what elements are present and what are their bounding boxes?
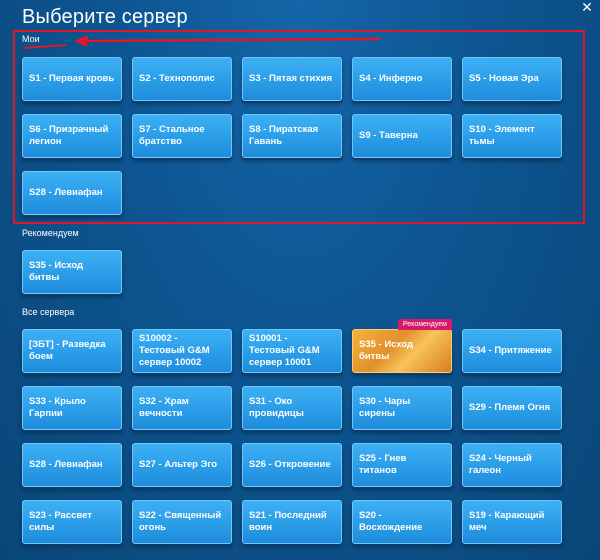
server-button[interactable]: S28 - Левиафан (22, 171, 122, 215)
server-label: S19 - Карающий меч (469, 510, 545, 533)
section-label-mine: Мои (22, 34, 40, 44)
server-button[interactable]: S3 - Пятая стихия (242, 57, 342, 101)
server-button[interactable]: S26 - Откровение (242, 443, 342, 487)
servers-grid-all: [ЗБТ] - Разведка боем S10002 - Тестовый G… (22, 319, 562, 544)
server-label: S5 - Новая Эра (469, 73, 539, 84)
server-label: [ЗБТ] - Разведка боем (29, 339, 106, 362)
server-label: S29 - Племя Огня (469, 402, 551, 413)
server-button[interactable]: S31 - Око провидицы (242, 386, 342, 430)
server-label: S10 - Элемент тьмы (469, 124, 535, 147)
highlight-frame (13, 30, 585, 224)
server-label: S34 - Притяжение (469, 345, 552, 356)
server-label: S3 - Пятая стихия (249, 73, 332, 84)
server-button[interactable]: S7 - Стальное братство (132, 114, 232, 158)
server-label: S2 - Технополис (139, 73, 215, 84)
server-button[interactable]: S8 - Пиратская Гавань (242, 114, 342, 158)
section-label-recommended: Рекомендуем (22, 228, 79, 238)
server-button[interactable]: S34 - Притяжение (462, 329, 562, 373)
server-label: S24 - Черный галеон (469, 453, 532, 476)
server-button[interactable]: S23 - Рассвет силы (22, 500, 122, 544)
server-button[interactable]: S4 - Инферно (352, 57, 452, 101)
servers-grid-recommended: S35 - Исход битвы (22, 250, 562, 294)
server-button[interactable]: S27 - Альтер Эго (132, 443, 232, 487)
server-button[interactable]: S22 - Священный огонь (132, 500, 232, 544)
server-label: S31 - Око провидицы (249, 396, 304, 419)
server-label: S28 - Левиафан (29, 187, 103, 198)
server-button[interactable]: S25 - Гнев титанов (352, 443, 452, 487)
server-button[interactable]: S10001 - Тестовый G&M сервер 10001 (242, 329, 342, 373)
server-button[interactable]: S28 - Левиафан (22, 443, 122, 487)
server-label: S8 - Пиратская Гавань (249, 124, 319, 147)
server-label: S23 - Рассвет силы (29, 510, 92, 533)
server-button[interactable]: S29 - Племя Огня (462, 386, 562, 430)
server-button[interactable]: S20 - Восхождение (352, 500, 452, 544)
server-label: S33 - Крыло Гарпии (29, 396, 86, 419)
server-button[interactable]: S33 - Крыло Гарпии (22, 386, 122, 430)
server-button[interactable]: [ЗБТ] - Разведка боем (22, 329, 122, 373)
server-label: S21 - Последний воин (249, 510, 327, 533)
server-button[interactable]: S35 - Исход битвы (22, 250, 122, 294)
server-label: S4 - Инферно (359, 73, 423, 84)
server-button[interactable]: S2 - Технополис (132, 57, 232, 101)
server-button[interactable]: S35 - Исход битвы Рекомендуем (352, 319, 452, 373)
server-label: S32 - Храм вечности (139, 396, 189, 419)
server-label: S10002 - Тестовый G&M сервер 10002 (139, 333, 210, 368)
server-label: S6 - Призрачный легион (29, 124, 109, 147)
server-label: S28 - Левиафан (29, 459, 103, 470)
close-icon[interactable]: ✕ (581, 0, 593, 15)
recommended-badge: Рекомендуем (397, 319, 452, 330)
server-button[interactable]: S1 - Первая кровь (22, 57, 122, 101)
page-title: Выберите сервер (22, 6, 188, 28)
server-label: S20 - Восхождение (359, 510, 423, 533)
section-label-all: Все сервера (22, 307, 75, 317)
server-button[interactable]: S5 - Новая Эра (462, 57, 562, 101)
server-button[interactable]: S9 - Таверна (352, 114, 452, 158)
servers-grid-mine: S1 - Первая кровь S2 - Технополис S3 - Пят… (22, 57, 562, 215)
server-label: S30 - Чары сирены (359, 396, 411, 419)
server-label: S1 - Первая кровь (29, 73, 115, 84)
server-button[interactable]: S10002 - Тестовый G&M сервер 10002 (132, 329, 232, 373)
server-button[interactable]: S30 - Чары сирены (352, 386, 452, 430)
server-label: S22 - Священный огонь (139, 510, 222, 533)
server-label: S10001 - Тестовый G&M сервер 10001 (249, 333, 320, 368)
server-label: S35 - Исход битвы (29, 260, 84, 283)
server-button[interactable]: S32 - Храм вечности (132, 386, 232, 430)
server-label: S7 - Стальное братство (139, 124, 205, 147)
server-button[interactable]: S24 - Черный галеон (462, 443, 562, 487)
server-button[interactable]: S6 - Призрачный легион (22, 114, 122, 158)
server-label: S26 - Откровение (249, 459, 331, 470)
server-button[interactable]: S21 - Последний воин (242, 500, 342, 544)
server-label: S27 - Альтер Эго (139, 459, 218, 470)
server-button[interactable]: S10 - Элемент тьмы (462, 114, 562, 158)
server-button[interactable]: S19 - Карающий меч (462, 500, 562, 544)
server-label: S9 - Таверна (359, 130, 418, 141)
server-label: S25 - Гнев титанов (359, 453, 407, 476)
server-label: S35 - Исход битвы (359, 339, 414, 362)
